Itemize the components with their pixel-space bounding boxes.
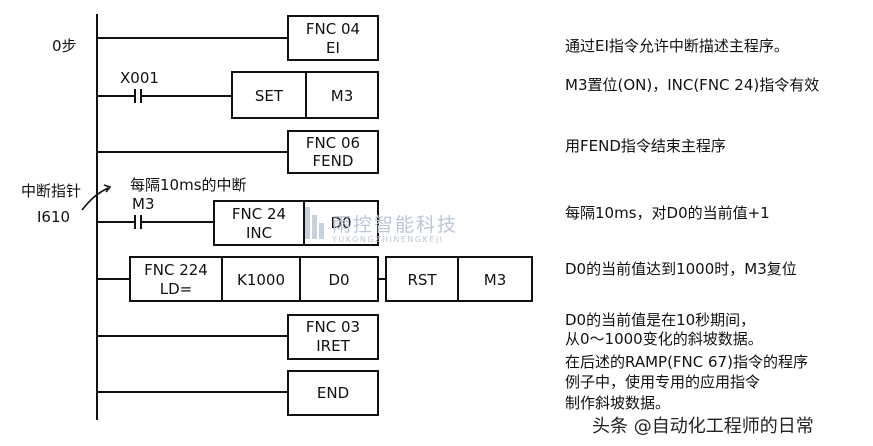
fnc24-inc-box bbox=[213, 200, 379, 246]
x001-contact-label: X001 bbox=[120, 69, 159, 87]
fnc224-name: LD= bbox=[160, 280, 192, 298]
watermark-logo-icon bbox=[305, 207, 324, 239]
fnc03-iret-box bbox=[287, 314, 379, 360]
interrupt-pointer-label: 中断指针 bbox=[21, 182, 82, 200]
comment-ramp-line-1: D0的当前值是在10秒期间， bbox=[565, 311, 756, 329]
comment-set: M3置位(ON)，INC(FNC 24)指令有效 bbox=[565, 76, 820, 94]
fnc24-name: INC bbox=[246, 224, 272, 242]
fnc04-ei-box bbox=[287, 15, 379, 61]
comment-ramp-line-2: 从0～1000变化的斜坡数据。 bbox=[565, 330, 763, 348]
set-op: SET bbox=[255, 87, 284, 105]
comment-ramp-line-5: 制作斜坡数据。 bbox=[565, 394, 671, 412]
fnc224-arg2: D0 bbox=[328, 271, 349, 289]
m3-contact-label: M3 bbox=[132, 195, 155, 213]
comment-ramp-line-4: 例子中，使用专用的应用指令 bbox=[565, 373, 761, 391]
fnc24-arg: D0 bbox=[330, 214, 351, 232]
end-label: END bbox=[317, 384, 349, 402]
step-0-label: 0步 bbox=[52, 37, 77, 55]
fnc24-code: FNC 24 bbox=[232, 205, 286, 223]
comment-ei: 通过EI指令允许中断描述主程序。 bbox=[565, 37, 789, 55]
fnc03-code: FNC 03 bbox=[306, 318, 360, 336]
watermark-name: 雨控智能科技 bbox=[332, 214, 459, 236]
rst-arg: M3 bbox=[484, 271, 507, 289]
pointer-arrow-head bbox=[103, 184, 112, 193]
comment-rst: D0的当前值达到1000时，M3复位 bbox=[565, 260, 797, 278]
fnc06-fend-box bbox=[287, 130, 379, 174]
fnc06-code: FNC 06 bbox=[306, 134, 360, 152]
end-box bbox=[287, 370, 379, 416]
watermark-pinyin: YUKONGZHINENGKEJI bbox=[332, 235, 444, 244]
fnc224-code: FNC 224 bbox=[144, 261, 208, 279]
fnc04-name: EI bbox=[326, 39, 340, 57]
pointer-arrow bbox=[81, 187, 109, 211]
set-arg: M3 bbox=[331, 87, 354, 105]
rst-op: RST bbox=[407, 271, 437, 289]
pointer-id-label: I610 bbox=[37, 208, 71, 226]
fnc03-name: IRET bbox=[316, 337, 350, 355]
comment-ramp-line-3: 在后述的RAMP(FNC 67)指令的程序 bbox=[565, 353, 808, 371]
comment-inc: 每隔10ms，对D0的当前值+1 bbox=[565, 204, 770, 222]
interval-note: 每隔10ms的中断 bbox=[130, 176, 247, 194]
author-credit: 头条 @自动化工程师的日常 bbox=[592, 416, 814, 437]
fnc04-code: FNC 04 bbox=[306, 20, 360, 38]
comment-fend: 用FEND指令结束主程序 bbox=[565, 137, 726, 155]
fnc224-arg1: K1000 bbox=[237, 271, 285, 289]
fnc06-name: FEND bbox=[313, 152, 354, 170]
